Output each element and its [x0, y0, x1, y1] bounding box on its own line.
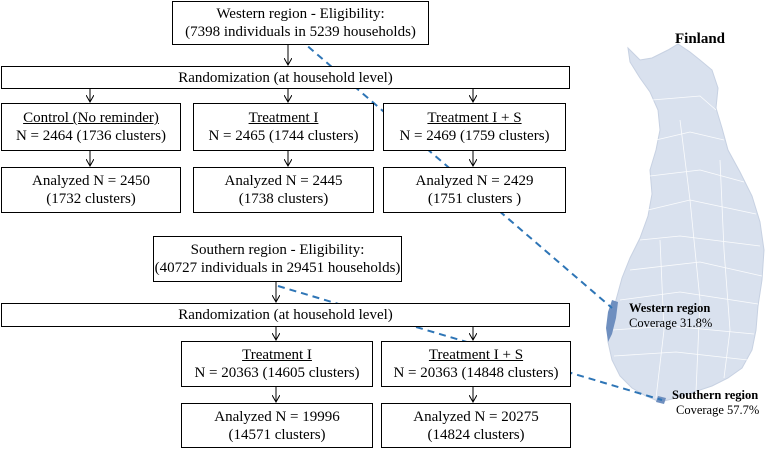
western-treatment-is-arm-box: Treatment I + S N = 2469 (1759 clusters): [383, 103, 566, 151]
western-region-label: Western region Coverage 31.8%: [629, 301, 712, 331]
western-treatment-is-analyzed-box: Analyzed N = 2429 (1751 clusters ): [383, 167, 566, 213]
analyzed-n: Analyzed N = 2445: [224, 173, 343, 189]
southern-treatment-i-analyzed-box: Analyzed N = 19996 (14571 clusters): [181, 403, 373, 448]
arm-name: Treatment I: [242, 347, 312, 363]
western-treatment-i-analyzed-box: Analyzed N = 2445 (1738 clusters): [193, 167, 374, 213]
southern-region-coverage: Coverage 57.7%: [676, 403, 760, 417]
southern-randomization-label: Randomization (at household level): [178, 307, 393, 323]
western-treatment-i-arm-box: Treatment I N = 2465 (1744 clusters): [193, 103, 374, 151]
analyzed-clusters: (14824 clusters): [427, 426, 525, 443]
arm-name: Treatment I + S: [428, 347, 524, 363]
arm-n: N = 2464 (1736 clusters): [15, 128, 167, 144]
analyzed-clusters: (1751 clusters ): [427, 191, 522, 207]
southern-treatment-i-arm-box: Treatment I N = 20363 (14605 clusters): [181, 341, 373, 387]
western-eligibility-box: Western region - Eligibility: (7398 indi…: [172, 1, 429, 45]
analyzed-n: Analyzed N = 2450: [31, 173, 150, 189]
southern-eligibility-box: Southern region - Eligibility: (40727 in…: [153, 236, 402, 282]
analyzed-n: Analyzed N = 20275: [413, 408, 539, 425]
map-title: Finland: [675, 31, 726, 47]
southern-region-name: Southern region: [672, 388, 759, 402]
western-region-coverage: Coverage 31.8%: [629, 316, 713, 330]
western-control-analyzed-box: Analyzed N = 2450 (1732 clusters): [1, 167, 181, 213]
western-eligibility-title: Western region - Eligibility:: [216, 6, 385, 22]
analyzed-n: Analyzed N = 2429: [415, 173, 534, 189]
analyzed-clusters: (14571 clusters): [228, 426, 326, 443]
arm-name: Treatment I: [248, 110, 319, 126]
southern-randomization-box: Randomization (at household level): [1, 303, 570, 327]
arm-n: N = 20363 (14605 clusters): [194, 365, 360, 381]
analyzed-clusters: (1732 clusters): [46, 191, 136, 207]
arm-n: N = 2465 (1744 clusters): [208, 128, 359, 144]
southern-treatment-is-arm-box: Treatment I + S N = 20363 (14848 cluster…: [381, 341, 571, 387]
analyzed-clusters: (1738 clusters): [238, 191, 329, 207]
southern-eligibility-count: (40727 individuals in 29451 households): [154, 260, 401, 276]
arm-name: Control (No reminder): [23, 110, 159, 126]
western-randomization-box: Randomization (at household level): [1, 66, 570, 89]
southern-treatment-is-analyzed-box: Analyzed N = 20275 (14824 clusters): [381, 403, 571, 448]
southern-eligibility-title: Southern region - Eligibility:: [190, 242, 365, 258]
arm-n: N = 20363 (14848 clusters): [393, 365, 559, 381]
arm-name: Treatment I + S: [427, 110, 522, 126]
western-region-highlight: [606, 300, 618, 342]
western-randomization-label: Randomization (at household level): [178, 69, 393, 86]
western-region-name: Western region: [629, 301, 711, 315]
analyzed-n: Analyzed N = 19996: [214, 408, 340, 425]
western-control-arm-box: Control (No reminder) N = 2464 (1736 clu…: [1, 103, 181, 151]
finland-outline: [607, 43, 765, 403]
southern-region-label: Southern region Coverage 57.7%: [672, 388, 759, 418]
arm-n: N = 2469 (1759 clusters): [399, 128, 550, 144]
western-eligibility-count: (7398 individuals in 5239 households): [185, 24, 416, 40]
